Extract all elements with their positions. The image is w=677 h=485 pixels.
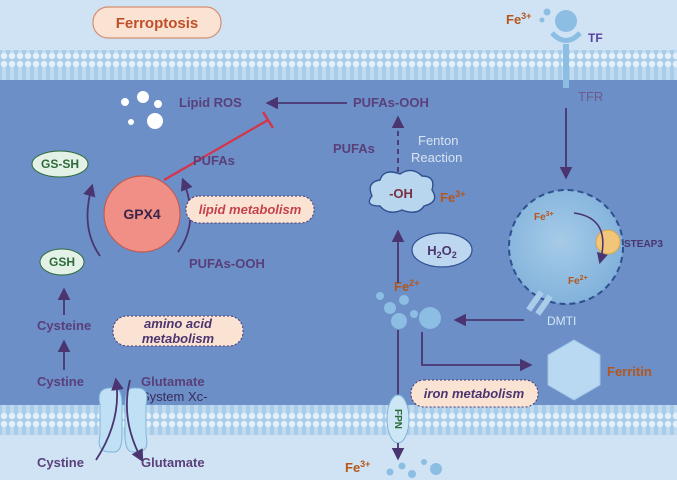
lipid-metabolism-label: lipid metabolism	[199, 202, 302, 217]
title: Ferroptosis	[116, 15, 199, 32]
gpx4-label: GPX4	[123, 206, 161, 222]
iron-metabolism-box	[410, 379, 539, 408]
tf-label: TF	[588, 31, 603, 45]
dmt1-channel	[526, 290, 553, 316]
pufas-mid-label: PUFAs	[333, 141, 375, 156]
cystine-in-label: Cystine	[37, 374, 84, 389]
inhibit-bar	[261, 111, 275, 129]
steap3-label: STEAP3	[624, 239, 663, 250]
h2o2-node	[411, 232, 473, 268]
pufas-ooh-bottom-label: PUFAs-OOH	[189, 256, 265, 271]
oh-label: -OH	[389, 186, 413, 201]
endo-fe2-label: Fe2+	[568, 275, 588, 287]
lipid-ros-label: Lipid ROS	[179, 95, 242, 110]
endosome	[508, 189, 624, 305]
iron-ball	[555, 10, 577, 32]
fe3-top-label: Fe3+	[506, 11, 531, 27]
cystine-out-label: Cystine	[37, 455, 84, 470]
tfr-stalk	[563, 44, 569, 88]
fe3-oh-label: Fe3+	[440, 189, 465, 205]
glutamate-out-label: Glutamate	[141, 455, 205, 470]
dmti-label: DMTI	[547, 314, 576, 328]
gs-sh-node	[31, 150, 89, 178]
inhibit-line	[163, 119, 269, 181]
hydroxyl-cloud	[368, 169, 436, 213]
pufas-right-label: PUFAs	[193, 153, 235, 168]
amino-acid-label-1: amino acid	[144, 316, 213, 331]
gs-sh-label: GS-SH	[41, 157, 79, 171]
cysteine-label: Cysteine	[37, 318, 91, 333]
top-membrane	[0, 50, 677, 80]
fe3-bottom-label: Fe3+	[345, 459, 370, 475]
arrow-glutamate-export	[125, 379, 144, 463]
gsh-node	[39, 248, 85, 276]
h2o2-label: H2O2	[427, 243, 457, 260]
fe2-bubbles	[376, 292, 441, 329]
amino-acid-label-2: metabolism	[142, 331, 215, 346]
steap3-enzyme	[595, 229, 621, 255]
tf-receptor-cup	[550, 31, 582, 43]
lipid-ros-bubbles	[121, 91, 163, 129]
ferritin-hexagon	[547, 339, 601, 401]
system-xc-label: System Xc-	[141, 389, 207, 404]
arrow-cystine-import	[95, 377, 124, 461]
title-box	[92, 6, 222, 39]
pufas-ooh-top-label: PUFAs-OOH	[353, 95, 429, 110]
fenton-label-1: Fenton	[418, 133, 458, 148]
fpn-label: FPN	[392, 409, 403, 429]
arrow-fe3-fe2-endo	[573, 212, 608, 265]
gpx4-enzyme	[103, 175, 181, 253]
ferritin-label: Ferritin	[607, 364, 652, 379]
lipid-metabolism-box	[185, 195, 315, 224]
tfr-label: TFR	[578, 89, 603, 104]
glutamate-in-label: Glutamate	[141, 374, 205, 389]
amino-acid-box	[112, 315, 244, 347]
fenton-label-2: Reaction	[411, 150, 462, 165]
iron-metabolism-label: iron metabolism	[424, 386, 525, 401]
endo-fe3-label: Fe3+	[534, 211, 554, 223]
transferrin-group	[539, 8, 582, 88]
fe3-bottom-bubbles	[386, 459, 442, 478]
gsh-label: GSH	[49, 255, 75, 269]
arc-gsh-gssh	[83, 183, 101, 257]
arrow-fe2-ferritin	[421, 332, 533, 372]
